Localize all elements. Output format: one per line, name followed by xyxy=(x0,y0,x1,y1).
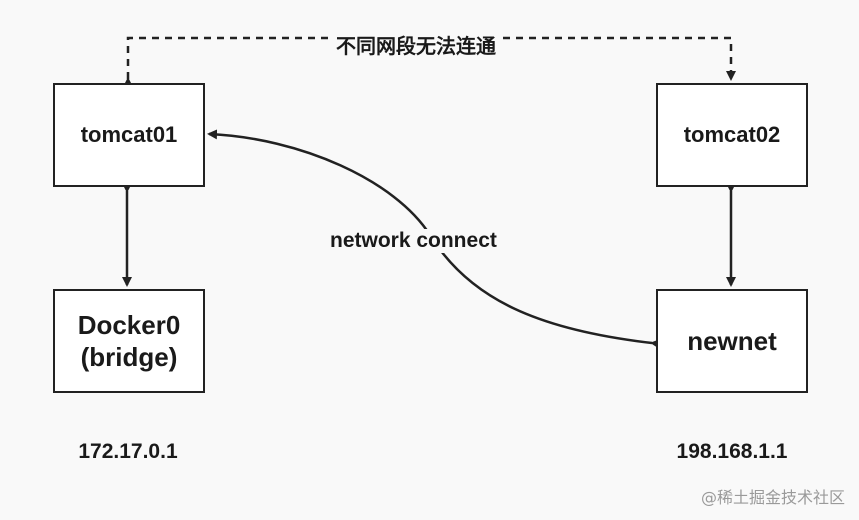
docker0-label: Docker0 xyxy=(77,310,181,340)
tomcat01-label: tomcat01 xyxy=(80,122,178,147)
tomcat02-label: tomcat02 xyxy=(683,122,781,147)
tomcat02-node: tomcat02 xyxy=(656,83,808,187)
docker0-ip-label: 172.17.0.1 xyxy=(78,440,178,463)
bridge-label: (bridge) xyxy=(80,342,178,372)
newnet-node: newnet xyxy=(656,289,808,393)
watermark-text: @稀土掘金技术社区 xyxy=(700,488,845,507)
newnet-label: newnet xyxy=(687,325,777,356)
tomcat01-node: tomcat01 xyxy=(53,83,205,187)
docker0-bridge-node: Docker0 (bridge) xyxy=(53,289,205,393)
network-connect-label: network connect xyxy=(328,229,499,253)
cannot-connect-label: 不同网段无法连通 xyxy=(332,30,500,59)
newnet-ip-label: 198.168.1.1 xyxy=(676,440,788,463)
